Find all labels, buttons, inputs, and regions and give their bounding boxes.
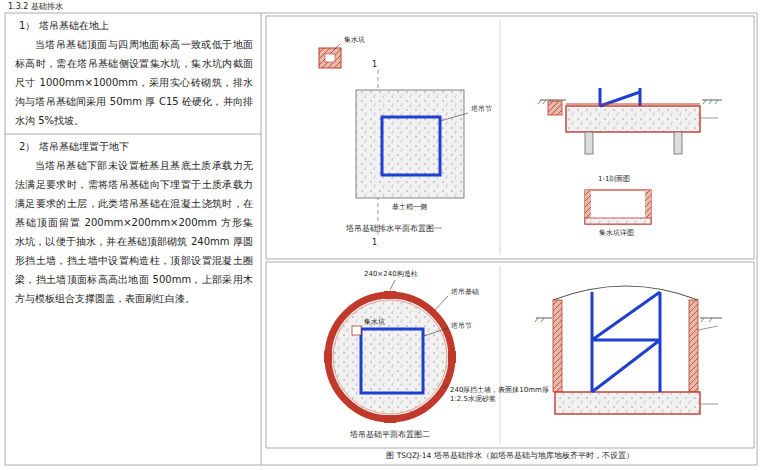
drawing-part <box>384 415 396 423</box>
drawing-part <box>435 296 448 310</box>
drawing-part <box>266 262 754 448</box>
drawing-label: 240×240构造柱 <box>364 270 418 279</box>
drawing-label: 塔吊基础平面布置图二 <box>350 430 430 440</box>
drawing-part <box>500 20 501 255</box>
drawing-part <box>333 300 447 414</box>
drawing-part <box>555 392 700 414</box>
drawing-part <box>566 106 700 132</box>
cell-heading: 1） 塔吊基础在地上 <box>5 13 261 35</box>
drawing-part <box>440 113 468 121</box>
drawing-part <box>328 295 452 419</box>
drawing-label: 1-1剖面图 <box>598 175 630 184</box>
drawing-part <box>390 280 395 290</box>
figure-caption: 图 TSQZJ-14 塔吊基础排水（如塔吊基础与地库地板齐平时，不设置） <box>263 451 757 461</box>
drawing-part <box>538 88 722 154</box>
drawing-part <box>548 101 562 115</box>
drawing-part <box>325 54 335 62</box>
table-cell: 1） 塔吊基础在地上当塔吊基础顶面与四周地面标高一致或低于地面标高时，需在塔吊基… <box>5 13 261 134</box>
cell-heading: 2） 塔吊基础埋置于地下 <box>5 134 261 156</box>
drawing-label: 集水坑 <box>344 36 365 45</box>
drawing-part <box>334 44 340 50</box>
drawing-part <box>689 300 698 392</box>
drawing-part <box>535 286 722 414</box>
page-title: 1.3.2 基础排水 <box>8 1 63 12</box>
drawing-part <box>5 13 757 465</box>
drawing-part <box>566 103 700 104</box>
table-cell: 2） 塔吊基础埋置于地下当塔吊基础下部未设置桩基且基底土质承载力无法满足要求时，… <box>5 134 261 312</box>
drawing-label: 塔吊基础排水平面布置图一 <box>346 224 442 234</box>
drawing-part <box>352 326 361 335</box>
drawing-part <box>600 88 640 106</box>
cell-body: 当塔吊基础顶面与四周地面标高一致或低于地面标高时，需在塔吊基础侧设置集水坑，集水… <box>5 35 261 134</box>
drawing-part <box>700 404 718 405</box>
drawing-part <box>500 266 501 444</box>
drawing-label: 塔吊节 <box>471 105 492 114</box>
drawing-part <box>540 100 722 101</box>
drawing-label: 基土稍一侧 <box>392 203 427 212</box>
drawing-part <box>553 300 562 392</box>
drawing-label: 塔吊基础 <box>451 288 479 297</box>
drawing-label: 塔吊节 <box>451 322 472 331</box>
drawing-part <box>5 13 757 465</box>
drawing-part <box>585 190 651 224</box>
drawing-part <box>592 292 660 392</box>
drawing-part <box>585 218 651 224</box>
drawing-part <box>700 118 718 119</box>
cell-body: 当塔吊基础下部未设置桩基且基底土质承载力无法满足要求时，需将塔吊基础向下埋置于土… <box>5 156 261 312</box>
drawing-label: 集水坑 <box>364 318 385 327</box>
drawing-part <box>261 13 262 465</box>
drawing-part <box>448 351 456 363</box>
drawing-label: 1 <box>372 60 377 70</box>
drawing-part <box>384 291 396 299</box>
drawing-part <box>444 384 448 388</box>
drawing-label: 240厚挡土墙，表面抹10mm厚1:2.5水泥砂浆 <box>450 386 554 404</box>
drawing-part <box>382 117 440 175</box>
drawing-part <box>698 326 718 330</box>
drawing-part <box>424 328 448 336</box>
drawing-label: 集水坑详图 <box>599 229 634 238</box>
drawing-part <box>674 132 682 154</box>
drawing-part <box>356 90 464 198</box>
drawing-part <box>319 48 341 68</box>
drawing-part <box>266 16 754 259</box>
drawing-part <box>324 351 332 363</box>
drawing-part <box>538 100 718 104</box>
drawing-part <box>553 286 698 300</box>
drawing-part <box>5 134 261 135</box>
drawing-label: 1 <box>372 238 377 248</box>
drawing-part <box>361 329 423 393</box>
drawing-part <box>585 132 593 154</box>
